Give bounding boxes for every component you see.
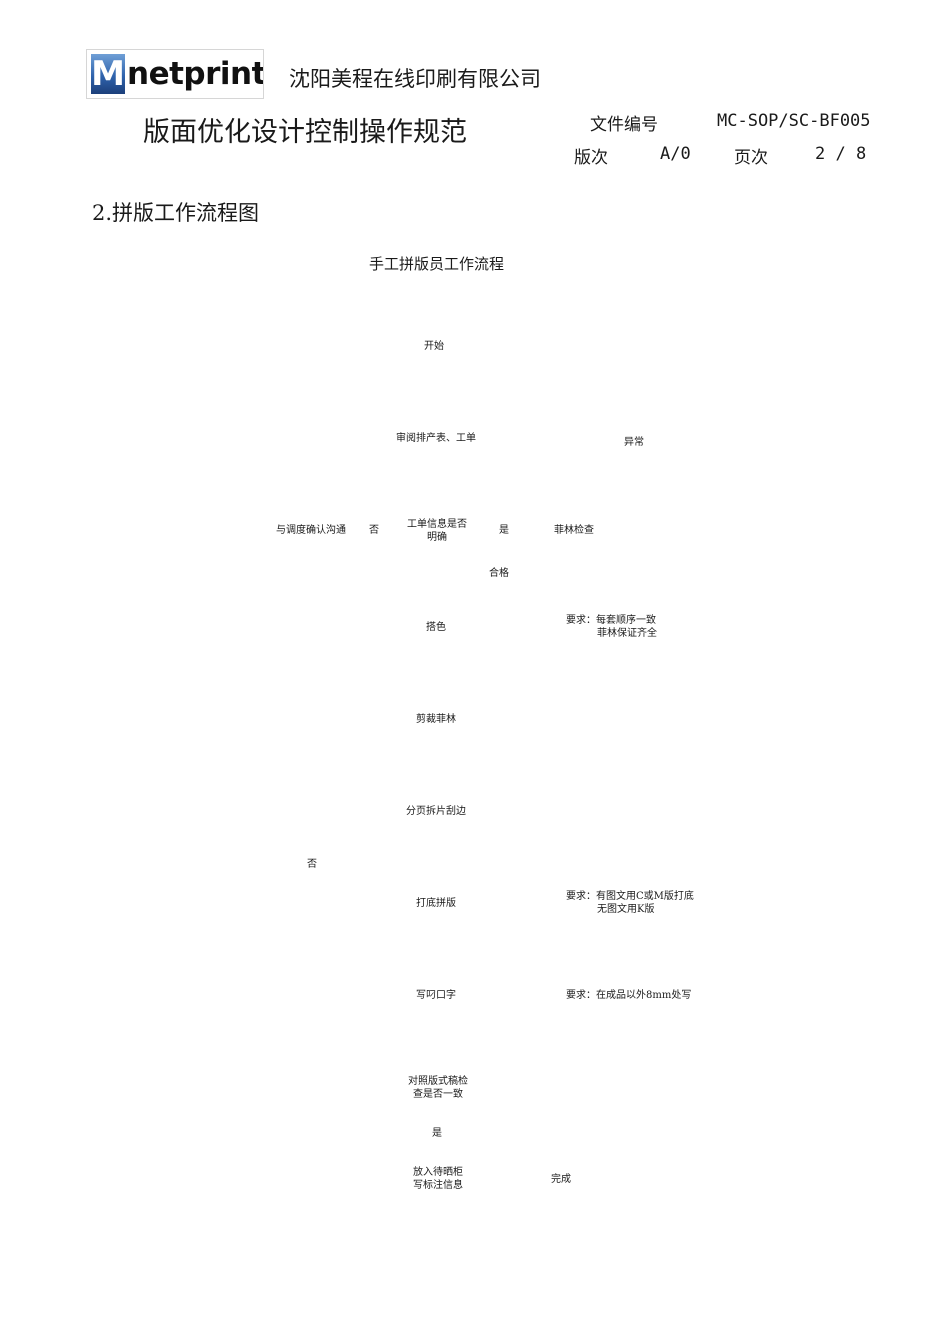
version-label: 版次 <box>574 148 608 168</box>
flow-step-write-mark: 写叼口字 <box>416 990 456 1001</box>
flow-step-split-pages: 分页拆片刮边 <box>406 806 466 817</box>
flow-label-no: 否 <box>369 525 379 536</box>
flow-step-cut-film: 剪裁菲林 <box>416 714 456 725</box>
netprint-logo: M netprint <box>86 49 264 99</box>
flow-label-qualified: 合格 <box>489 568 509 579</box>
flow-requirement-1: 要求：每套顺序一致 菲林保证齐全 <box>566 614 657 640</box>
flow-requirement-3: 要求：在成品以外8mm处写 <box>566 990 692 1001</box>
flow-label-yes: 是 <box>432 1128 442 1139</box>
document-title: 版面优化设计控制操作规范 <box>143 117 467 148</box>
flow-requirement-2: 要求：有图文用C或M版打底 无图文用K版 <box>566 890 694 916</box>
file-number: MC-SOP/SC-BF005 <box>717 111 871 131</box>
flow-requirement-line: 无图文用K版 <box>597 904 655 915</box>
flow-decision-line: 工单信息是否 <box>407 519 467 530</box>
flow-step-line: 对照版式稿检 <box>408 1076 468 1087</box>
version-value: A/0 <box>660 144 691 164</box>
flow-requirement-line: 要求：有图文用C或M版打底 <box>566 891 694 902</box>
flow-step-film-check: 菲林检查 <box>554 525 594 536</box>
company-name: 沈阳美程在线印刷有限公司 <box>289 67 541 91</box>
flow-step-confirm: 与调度确认沟通 <box>276 525 346 536</box>
flow-decision-info: 工单信息是否 明确 <box>404 518 470 544</box>
page-label: 页次 <box>734 148 768 168</box>
flow-step-store: 放入待晒柜 写标注信息 <box>405 1166 471 1192</box>
flow-label-yes: 是 <box>499 525 509 536</box>
flow-step-line: 放入待晒柜 <box>413 1167 463 1178</box>
flow-step-line: 查是否一致 <box>413 1089 463 1100</box>
flow-decision-line: 明确 <box>427 532 447 543</box>
flow-requirement-line: 菲林保证齐全 <box>597 628 657 639</box>
flow-step-start: 开始 <box>424 341 444 352</box>
file-number-label: 文件编号 <box>590 115 658 135</box>
flow-step-match-color: 搭色 <box>426 622 446 633</box>
flow-requirement-line: 要求：每套顺序一致 <box>566 615 656 626</box>
flow-step-line: 写标注信息 <box>413 1180 463 1191</box>
logo-wordmark: netprint <box>127 56 264 92</box>
page-number: 2 / 8 <box>815 144 867 164</box>
flow-step-review: 审阅排产表、工单 <box>396 433 476 444</box>
section-heading: 2.拼版工作流程图 <box>92 201 260 225</box>
flow-step-done: 完成 <box>551 1174 571 1185</box>
logo-mark: M <box>91 54 125 94</box>
flow-label-no: 否 <box>307 859 317 870</box>
flow-step-compare: 对照版式稿检 查是否一致 <box>405 1075 471 1101</box>
flow-note-exception: 异常 <box>624 437 644 448</box>
flowchart-title: 手工拼版员工作流程 <box>369 255 505 273</box>
flow-step-base-layout: 打底拼版 <box>416 898 456 909</box>
